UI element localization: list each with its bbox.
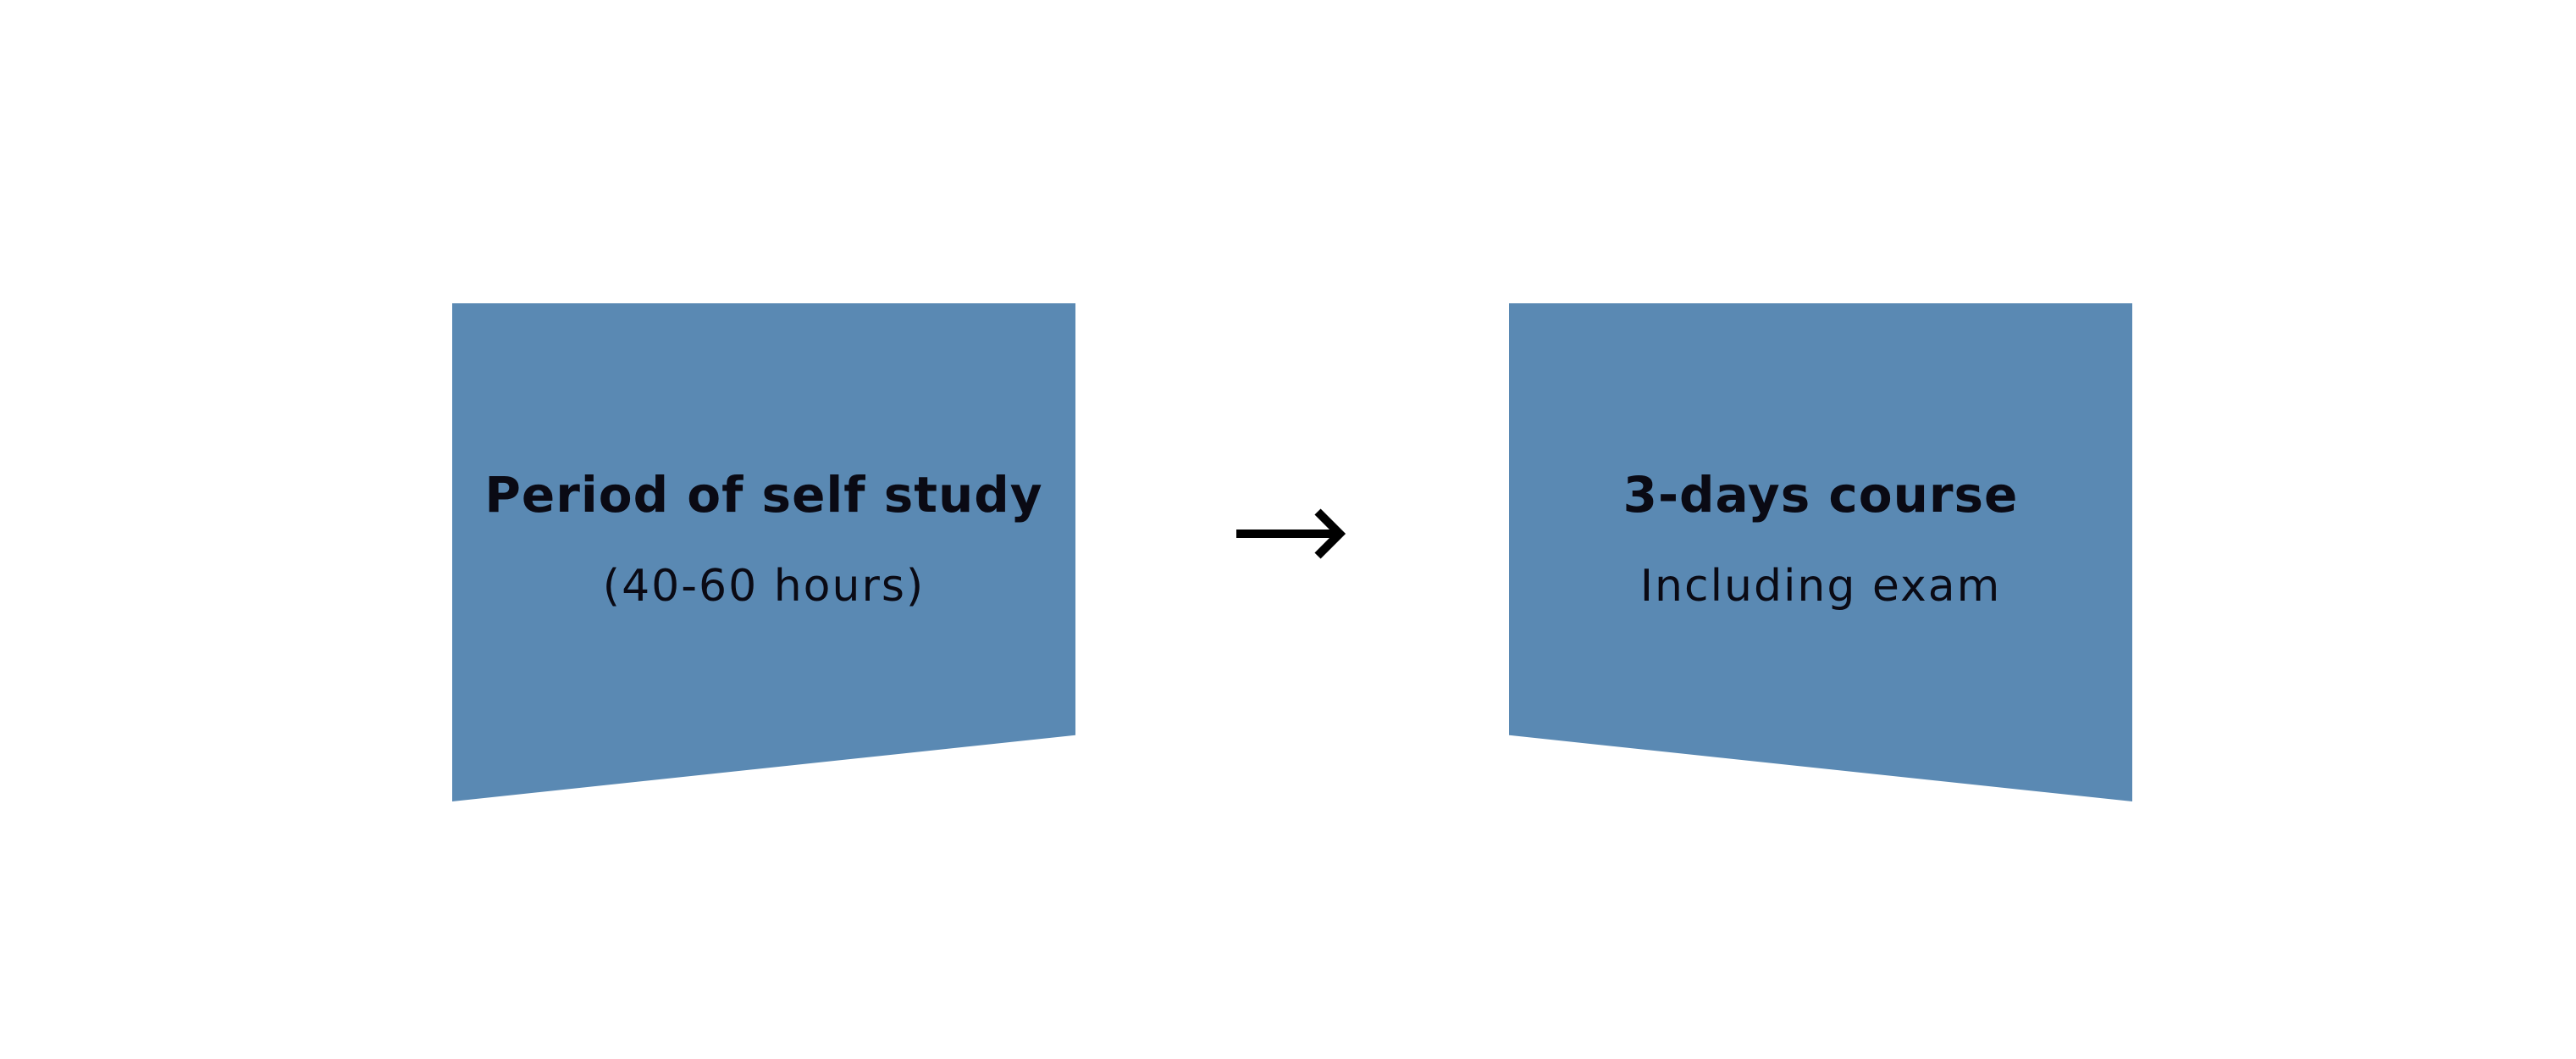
step-self-study-title: Period of self study	[484, 466, 1043, 524]
step-self-study-subtitle: (40-60 hours)	[602, 561, 926, 612]
step-course-title: 3-days course	[1622, 466, 2019, 524]
step-course-box: 3-days course Including exam	[1509, 303, 2132, 801]
step-self-study-box: Period of self study (40-60 hours)	[452, 303, 1075, 801]
arrow-right-icon	[1236, 508, 1346, 559]
step-course-subtitle: Including exam	[1639, 561, 2002, 612]
